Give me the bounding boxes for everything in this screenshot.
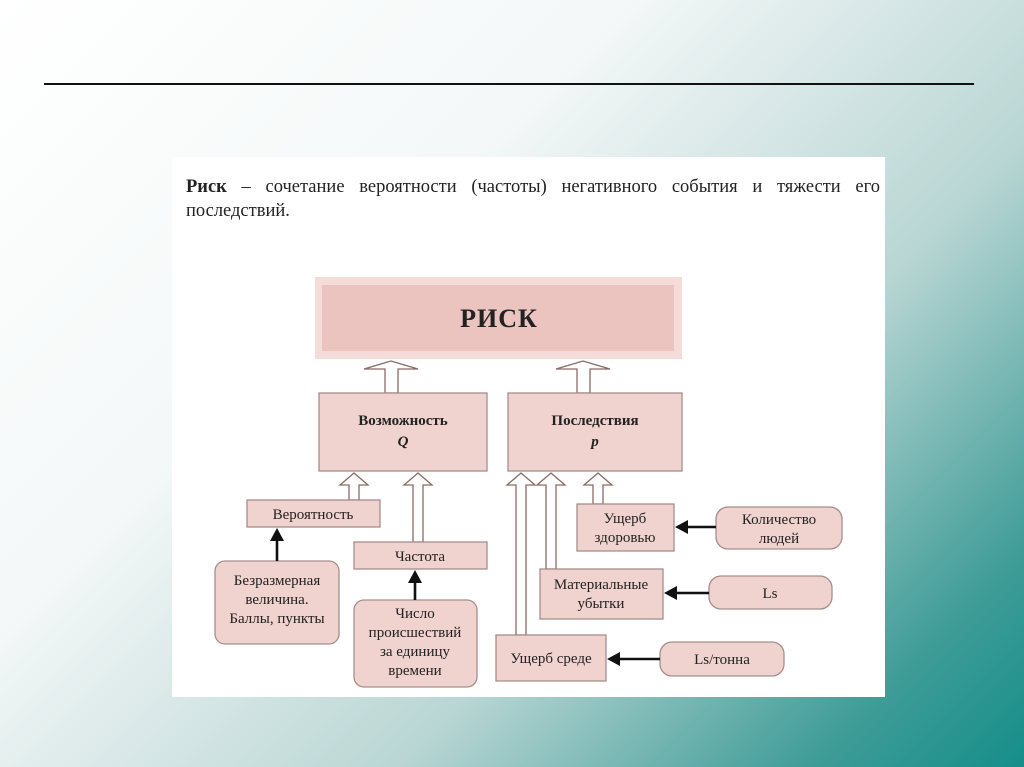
- frequency-label: Частота: [395, 549, 445, 565]
- probability-box: Вероятность: [246, 499, 381, 528]
- incidents-line-2: происшествий: [369, 625, 462, 641]
- solid-arrow-people-to-health: [675, 520, 716, 534]
- consequences-label: Последствия: [551, 413, 638, 429]
- risk-box: РИСК: [315, 277, 682, 359]
- incidents-line-3: за единицу: [380, 644, 451, 660]
- content-panel: Риск – сочетание вероятности (частоты) н…: [172, 157, 885, 697]
- hollow-arrow-environment-to-consequences: [505, 472, 537, 636]
- incidents-box: Число происшествий за единицу времени: [353, 599, 478, 688]
- people-count-line-1: Количество: [742, 512, 816, 528]
- ls-ton-label: Ls/тонна: [694, 652, 750, 668]
- possibility-label: Возможность: [358, 413, 448, 429]
- health-damage-line-2: здоровью: [595, 530, 656, 546]
- hollow-arrow-consequences-to-risk: [555, 360, 611, 394]
- people-count-box: Количество людей: [715, 506, 843, 550]
- risk-definition: Риск – сочетание вероятности (частоты) н…: [186, 175, 880, 223]
- definition-term: Риск: [186, 177, 227, 197]
- dimensionless-box: Безразмерная величина. Баллы, пункты: [214, 560, 340, 645]
- hollow-arrow-possibility-to-risk: [363, 360, 419, 394]
- health-damage-box: Ущерб здоровью: [576, 503, 675, 552]
- material-losses-box: Материальные убытки: [539, 568, 664, 620]
- possibility-symbol: Q: [398, 434, 409, 450]
- dimensionless-line-1: Безразмерная: [234, 573, 321, 589]
- hollow-arrow-probability-to-possibility: [338, 472, 370, 501]
- dimensionless-line-2: величина.: [245, 592, 308, 608]
- ls-label: Ls: [763, 586, 778, 602]
- ls-box: Ls: [708, 575, 833, 610]
- probability-label: Вероятность: [273, 507, 354, 523]
- incidents-line-4: времени: [388, 663, 441, 679]
- environment-damage-box: Ущерб среде: [495, 634, 607, 682]
- people-count-line-2: людей: [759, 531, 799, 547]
- health-damage-line-1: Ущерб: [604, 511, 647, 527]
- slide-title-rule: [44, 83, 974, 85]
- consequences-symbol: p: [589, 434, 599, 450]
- hollow-arrow-material-to-consequences: [535, 472, 567, 570]
- solid-arrow-dimensionless-to-probability: [270, 528, 284, 561]
- environment-damage-label: Ущерб среде: [510, 651, 592, 667]
- risk-diagram: РИСК Возможность Q Последствия p: [214, 277, 843, 688]
- consequences-box: Последствия p: [507, 392, 683, 472]
- risk-title: РИСК: [460, 304, 538, 333]
- material-losses-line-2: убытки: [578, 596, 625, 612]
- dimensionless-line-3: Баллы, пункты: [229, 611, 324, 627]
- solid-arrow-ls-to-material: [664, 586, 709, 600]
- incidents-line-1: Число: [395, 606, 434, 622]
- definition-text: – сочетание вероятности (частоты) негати…: [186, 177, 880, 221]
- ls-ton-box: Ls/тонна: [659, 641, 785, 677]
- material-losses-line-1: Материальные: [554, 577, 649, 593]
- hollow-arrow-health-to-consequences: [582, 472, 614, 505]
- possibility-box: Возможность Q: [318, 392, 488, 472]
- hollow-arrow-frequency-to-possibility: [402, 472, 434, 543]
- solid-arrow-lston-to-environment: [607, 652, 660, 666]
- solid-arrow-incidents-to-frequency: [408, 570, 422, 600]
- frequency-box: Частота: [353, 541, 488, 570]
